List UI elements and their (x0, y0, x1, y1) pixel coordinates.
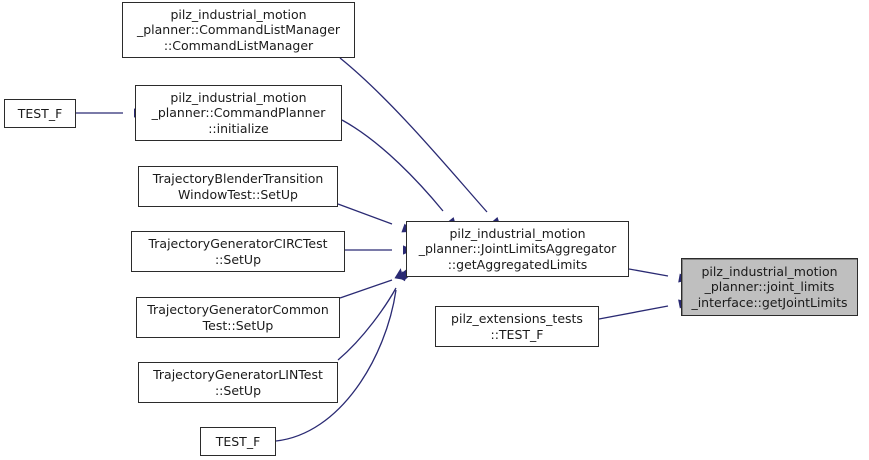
graph-node-label: pilz_industrial_motion _planner::Command… (151, 90, 326, 136)
graph-node-label: TrajectoryGeneratorLINTest ::SetUp (153, 367, 323, 398)
graph-node-label: TEST_F (215, 433, 261, 449)
graph-node-label: pilz_industrial_motion _planner::JointLi… (418, 226, 617, 272)
graph-node-label: TrajectoryGeneratorCIRCTest ::SetUp (148, 236, 328, 267)
graph-node-label: pilz_extensions_tests ::TEST_F (451, 311, 583, 342)
graph-node-trajectory-generator-circ-test-setup[interactable]: TrajectoryGeneratorCIRCTest ::SetUp (131, 231, 345, 272)
graph-node-trajectory-generator-lin-test-setup[interactable]: TrajectoryGeneratorLINTest ::SetUp (138, 362, 338, 403)
edge-lin-to-aggregator (337, 287, 397, 361)
graph-node-joint-limits-aggregator-get-aggregated-limits[interactable]: pilz_industrial_motion _planner::JointLi… (406, 221, 629, 277)
graph-node-joint-limits-interface-get-joint-limits[interactable]: pilz_industrial_motion _planner::joint_l… (681, 258, 858, 316)
graph-node-test-f-top[interactable]: TEST_F (4, 99, 76, 128)
graph-node-label: pilz_industrial_motion _planner::joint_l… (691, 264, 848, 310)
edge-aggregator-to-joint-limits (628, 268, 669, 277)
graph-node-command-list-manager[interactable]: pilz_industrial_motion _planner::Command… (122, 2, 355, 58)
graph-node-test-f-bottom[interactable]: TEST_F (200, 427, 276, 456)
edge-extensions-tests-to-joint-limits (598, 305, 669, 320)
edge-command-planner-to-aggregator (341, 119, 444, 212)
edge-command-list-manager-to-aggregator (339, 57, 488, 213)
edge-blender-window-to-aggregator (337, 203, 393, 225)
graph-node-label: pilz_industrial_motion _planner::Command… (136, 7, 341, 53)
graph-node-command-planner-initialize[interactable]: pilz_industrial_motion _planner::Command… (135, 85, 342, 141)
graph-node-trajectory-generator-common-test-setup[interactable]: TrajectoryGeneratorCommon Test::SetUp (136, 297, 340, 338)
edge-test-f-bottom-to-aggregator-arrowhead (394, 268, 404, 280)
edge-common-to-aggregator (339, 279, 393, 299)
graph-node-label: TEST_F (17, 105, 63, 121)
graph-node-pilz-extensions-tests-test-f[interactable]: pilz_extensions_tests ::TEST_F (435, 306, 599, 347)
graph-node-trajectory-blender-transition-window-test-setup[interactable]: TrajectoryBlenderTransition WindowTest::… (138, 166, 338, 207)
graph-node-label: TrajectoryBlenderTransition WindowTest::… (152, 171, 324, 202)
graph-node-label: TrajectoryGeneratorCommon Test::SetUp (147, 302, 329, 333)
